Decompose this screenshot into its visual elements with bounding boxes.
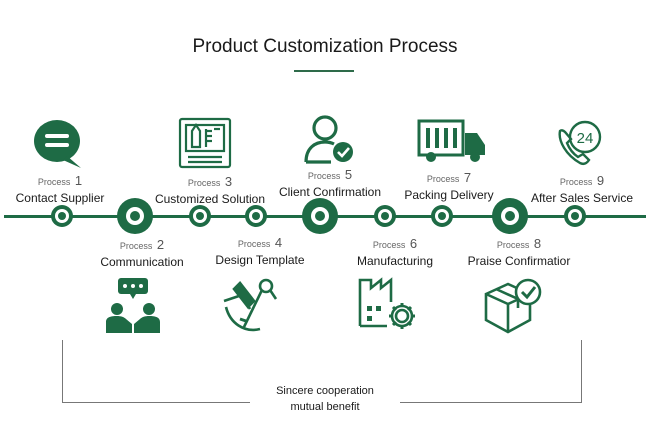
chat-bubble-icon — [33, 118, 85, 170]
step-label-3: Process 3 Customized Solution — [150, 173, 270, 206]
process-number: 3 — [224, 174, 233, 189]
step-label-7: Process 7 Packing Delivery — [394, 169, 504, 202]
process-word: Process — [187, 178, 221, 188]
step-label-2: Process 2 Communication — [82, 236, 202, 269]
process-number: 9 — [596, 173, 605, 188]
box-check-icon — [482, 276, 544, 336]
user-check-icon — [303, 114, 355, 166]
step-name: Client Confirmation — [278, 185, 382, 199]
timeline-node-8 — [492, 198, 528, 234]
process-word: Process — [496, 240, 530, 250]
step-name: Praise Confirmatior — [467, 254, 571, 268]
process-number: 5 — [344, 167, 353, 182]
step-name: Customized Solution — [154, 192, 266, 206]
process-number: 4 — [274, 235, 283, 250]
timeline-node-1 — [51, 205, 73, 227]
process-word: Process — [307, 171, 341, 181]
timeline-node-9 — [564, 205, 586, 227]
design-document-icon — [178, 117, 232, 169]
timeline-node-3 — [189, 205, 211, 227]
timeline-node-4 — [245, 205, 267, 227]
step-name: Communication — [100, 255, 184, 269]
timeline-node-6 — [374, 205, 396, 227]
process-word: Process — [119, 241, 153, 251]
process-word: Process — [559, 177, 593, 187]
step-name: Manufacturing — [356, 254, 434, 268]
people-talking-icon — [104, 276, 162, 334]
step-label-9: Process 9 After Sales Service — [520, 172, 644, 205]
process-word: Process — [426, 174, 460, 184]
process-number: 2 — [156, 237, 165, 252]
diagram-title: Product Customization Process — [192, 36, 458, 57]
footer-slogan: Sincere cooperation mutual benefit — [250, 383, 400, 415]
timeline-node-2 — [117, 198, 153, 234]
process-number: 1 — [74, 173, 83, 188]
step-name: Packing Delivery — [404, 188, 494, 202]
svg-text:24: 24 — [577, 130, 594, 147]
phone-24-icon: 24 — [556, 117, 606, 167]
step-name: Contact Supplier — [15, 191, 105, 205]
step-label-4: Process 4 Design Template — [200, 234, 320, 267]
delivery-truck-icon — [417, 119, 487, 165]
timeline-node-7 — [431, 205, 453, 227]
title-underline — [294, 70, 354, 72]
step-name: Design Template — [215, 253, 305, 267]
timeline-node-5 — [302, 198, 338, 234]
process-number: 8 — [533, 236, 542, 251]
factory-gear-icon — [357, 276, 417, 332]
process-word: Process — [372, 240, 406, 250]
step-label-6: Process 6 Manufacturing — [335, 235, 455, 268]
process-number: 6 — [409, 236, 418, 251]
step-name: After Sales Service — [530, 191, 634, 205]
process-word: Process — [37, 177, 71, 187]
drafting-compass-icon — [220, 275, 280, 335]
footer-line-1: Sincere cooperation — [276, 385, 374, 397]
step-label-1: Process 1 Contact Supplier — [2, 172, 118, 205]
footer-line-2: mutual benefit — [290, 401, 360, 413]
process-word: Process — [237, 239, 271, 249]
step-label-5: Process 5 Client Confirmation — [270, 166, 390, 199]
process-number: 7 — [463, 170, 472, 185]
step-label-8: Process 8 Praise Confirmatior — [454, 235, 584, 268]
